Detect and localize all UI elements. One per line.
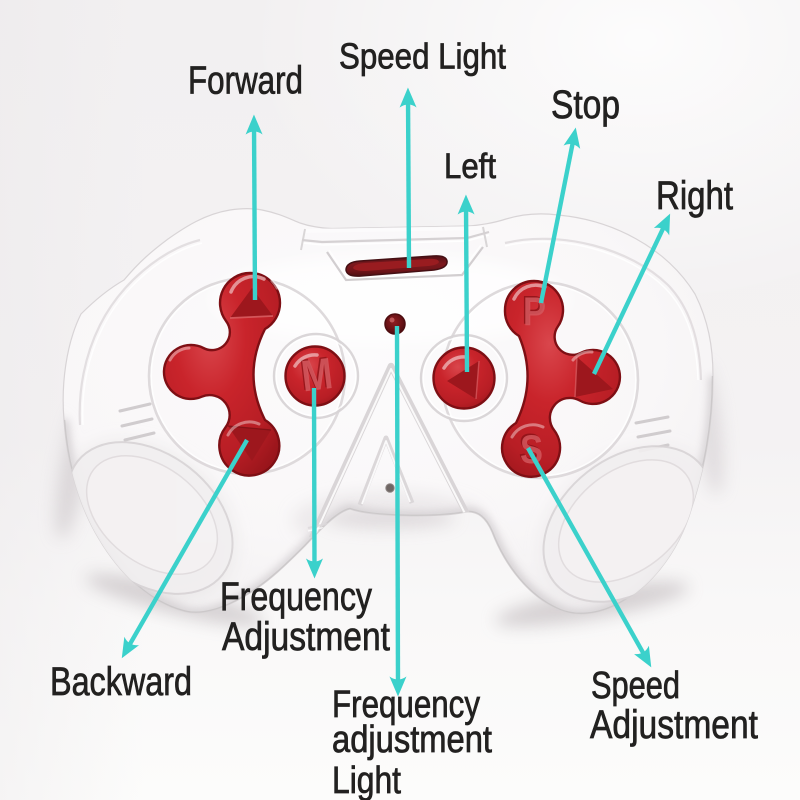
svg-text:Frequency: Frequency	[220, 575, 372, 619]
svg-text:adjustment: adjustment	[332, 719, 492, 761]
svg-text:Adjustment: Adjustment	[590, 703, 758, 747]
svg-text:Stop: Stop	[551, 83, 620, 127]
svg-text:Right: Right	[656, 174, 733, 218]
svg-text:Light: Light	[332, 760, 401, 800]
svg-text:Speed Light: Speed Light	[339, 36, 506, 77]
svg-text:Forward: Forward	[188, 60, 303, 103]
svg-text:Frequency: Frequency	[332, 684, 480, 726]
svg-text:Backward: Backward	[50, 660, 192, 704]
svg-text:Speed: Speed	[591, 665, 680, 707]
svg-text:P: P	[522, 289, 545, 333]
svg-text:Adjustment: Adjustment	[222, 615, 390, 659]
svg-text:Left: Left	[444, 147, 496, 186]
